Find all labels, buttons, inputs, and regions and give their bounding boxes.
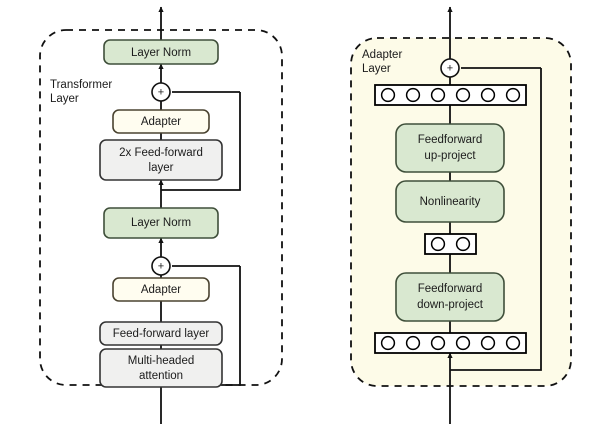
feedforward-up-project-label-line1: Feedforward: [418, 134, 483, 146]
multi-headed-attention-rect[interactable]: [99, 348, 223, 388]
adapter-layer-title-line2: Layer: [362, 63, 391, 75]
adapter-top-rect[interactable]: [112, 109, 210, 134]
neuron-row-output: [374, 84, 527, 106]
add-adapter-circle: [440, 58, 460, 78]
adapter-top-label: Adapter: [141, 116, 181, 128]
adapter-bottom-label: Adapter: [141, 284, 181, 296]
adapter-connectors: [447, 6, 542, 424]
transformer-layer-panel: Transformer Layer: [39, 6, 283, 424]
neuron: [505, 335, 521, 351]
transformer-layer-title-line1: Transformer: [50, 79, 112, 91]
residual-path-top: [161, 92, 241, 191]
neuron: [455, 236, 471, 252]
neuron-row-input-strip: [374, 332, 527, 354]
layer-norm-bottom-rect[interactable]: [103, 207, 219, 239]
feed-forward-2x-label-line2: layer: [149, 162, 174, 174]
feed-forward-layer-rect[interactable]: [99, 321, 223, 346]
add-adapter-symbol: +: [447, 63, 453, 75]
neuron-row-output-strip: [374, 84, 527, 106]
add-bottom-symbol: +: [158, 261, 164, 273]
block-feed-forward-2x[interactable]: 2x Feed-forward layer: [99, 139, 223, 181]
layer-norm-top-rect[interactable]: [103, 39, 219, 65]
neuron: [430, 335, 446, 351]
nonlinearity-rect[interactable]: [395, 180, 505, 223]
adapter-layer-panel: Adapter Layer: [350, 6, 572, 424]
nonlinearity-label: Nonlinearity: [420, 196, 481, 208]
feed-forward-layer-label: Feed-forward layer: [113, 328, 210, 340]
feedforward-down-project-label-line1: Feedforward: [418, 283, 483, 295]
feed-forward-2x-rect[interactable]: [99, 139, 223, 181]
neuron: [380, 335, 396, 351]
layer-norm-bottom-label: Layer Norm: [131, 217, 191, 229]
junction-add-top: +: [151, 82, 171, 102]
neuron: [505, 87, 521, 103]
neuron: [405, 87, 421, 103]
neuron-row-bottleneck: [424, 233, 477, 255]
neuron: [405, 335, 421, 351]
feedforward-down-project-label-line2: down-project: [417, 299, 484, 311]
block-adapter-top[interactable]: Adapter: [112, 109, 210, 134]
neuron: [380, 87, 396, 103]
block-adapter-bottom[interactable]: Adapter: [112, 277, 210, 302]
add-top-symbol: +: [158, 87, 164, 99]
transformer-layer-title-line2: Layer: [50, 93, 79, 105]
neuron: [430, 236, 446, 252]
neuron: [480, 87, 496, 103]
block-feedforward-down-project[interactable]: Feedforward down-project: [395, 272, 505, 322]
feedforward-up-project-label-line2: up-project: [424, 150, 476, 162]
block-feedforward-up-project[interactable]: Feedforward up-project: [395, 123, 505, 173]
block-nonlinearity[interactable]: Nonlinearity: [395, 180, 505, 223]
neuron: [455, 87, 471, 103]
add-bottom-circle: [151, 256, 171, 276]
junction-add-adapter: +: [440, 58, 460, 78]
layer-norm-top-label: Layer Norm: [131, 47, 191, 59]
junction-add-bottom: +: [151, 256, 171, 276]
block-layer-norm-bottom[interactable]: Layer Norm: [103, 207, 219, 239]
feedforward-down-project-rect[interactable]: [395, 272, 505, 322]
block-multi-headed-attention[interactable]: Multi-headed attention: [99, 348, 223, 388]
neuron-row-input: [374, 332, 527, 354]
residual-path-adapter: [450, 68, 542, 371]
neuron: [480, 335, 496, 351]
block-feed-forward-layer[interactable]: Feed-forward layer: [99, 321, 223, 346]
adapter-layer-title-line1: Adapter: [362, 49, 402, 61]
neuron: [455, 335, 471, 351]
multi-headed-attention-label-line2: attention: [139, 370, 183, 382]
feedforward-up-project-rect[interactable]: [395, 123, 505, 173]
neuron: [430, 87, 446, 103]
feed-forward-2x-label-line1: 2x Feed-forward: [119, 147, 203, 159]
adapter-bottom-rect[interactable]: [112, 277, 210, 302]
add-top-circle: [151, 82, 171, 102]
multi-headed-attention-label-line1: Multi-headed: [128, 355, 194, 367]
block-layer-norm-top[interactable]: Layer Norm: [103, 39, 219, 65]
